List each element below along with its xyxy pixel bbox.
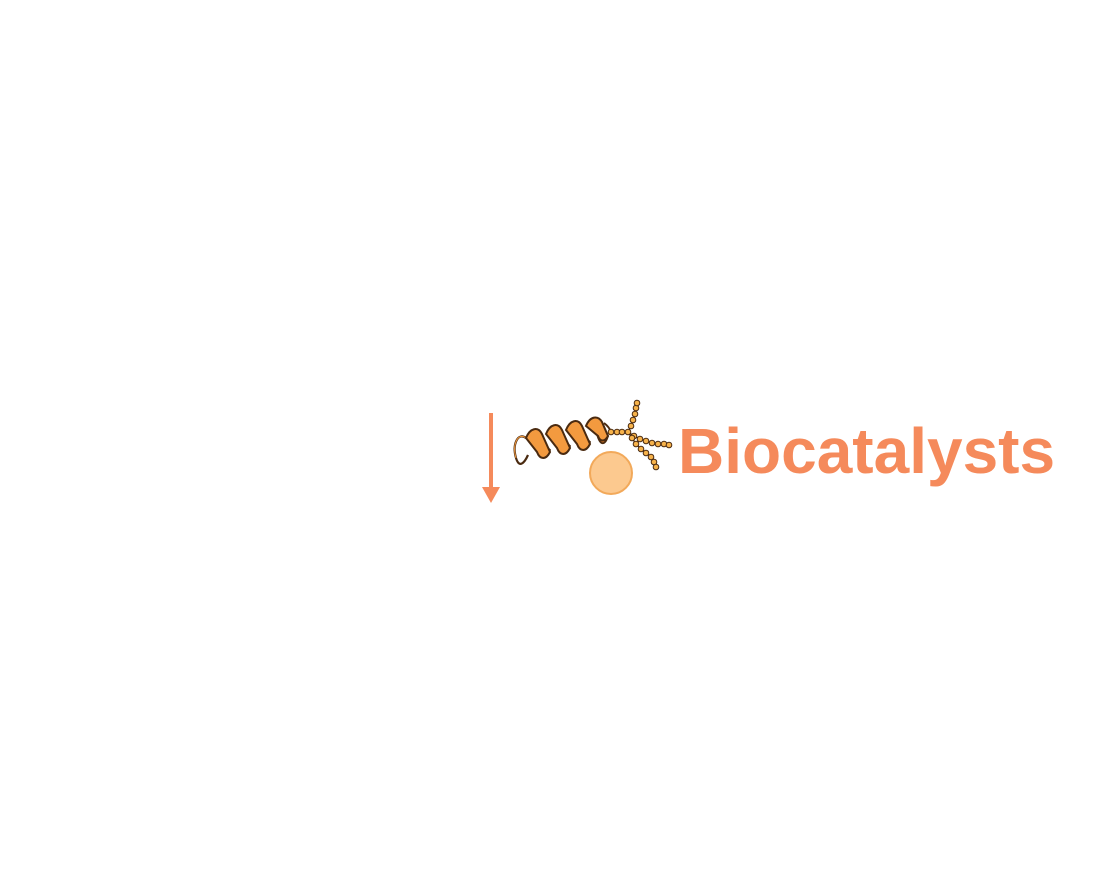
chain-bead — [636, 435, 644, 443]
branched-chain-icon — [607, 399, 673, 471]
biocatalysts-label: Biocatalysts — [678, 415, 1055, 487]
chain-bead — [628, 434, 636, 442]
chain-bead — [624, 428, 632, 436]
chain-bead — [642, 437, 650, 445]
protein-helix-icon — [513, 416, 612, 465]
chain-bead — [607, 428, 615, 436]
chain-bead — [633, 399, 641, 407]
chain-bead — [647, 453, 655, 461]
chain-bead — [637, 445, 645, 453]
chain-bead — [627, 422, 635, 430]
chain-bead — [632, 440, 640, 448]
chain-bead — [654, 440, 662, 448]
chain-bead — [618, 428, 626, 436]
chain-bead — [631, 410, 639, 418]
chain-bead — [652, 463, 660, 471]
bead-icon — [589, 451, 633, 495]
down-arrow-icon — [482, 413, 500, 503]
chain-bead — [648, 439, 656, 447]
chain-bead — [629, 416, 637, 424]
chain-bead — [642, 449, 650, 457]
chain-bead — [665, 441, 673, 449]
